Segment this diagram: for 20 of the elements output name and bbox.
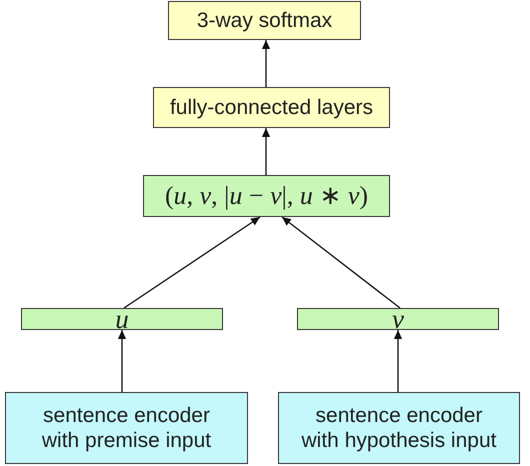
arrow [124,216,260,309]
layer-label: u [115,309,129,329]
layer-label: (u, v, |u − v|, u ∗ v) [164,180,368,212]
feature-vector-box [143,175,390,217]
layer-label: 3-way softmax [196,8,332,34]
embedding-bar [21,308,223,330]
layer-label: fully-connected layers [170,94,374,120]
arrow [118,330,126,392]
layer-label: sentence encoder with hypothesis input [300,403,498,453]
arrow [262,128,270,175]
arrow [282,216,400,309]
arrow [262,40,270,87]
embedding-bar [297,308,499,330]
output-layer-box [168,1,361,40]
arrow [394,330,402,392]
hidden-layer-box [153,87,390,128]
layer-label: v [392,309,404,329]
layer-label: sentence encoder with premise input [40,403,212,453]
encoder-box [5,392,248,464]
encoder-box [278,392,520,464]
